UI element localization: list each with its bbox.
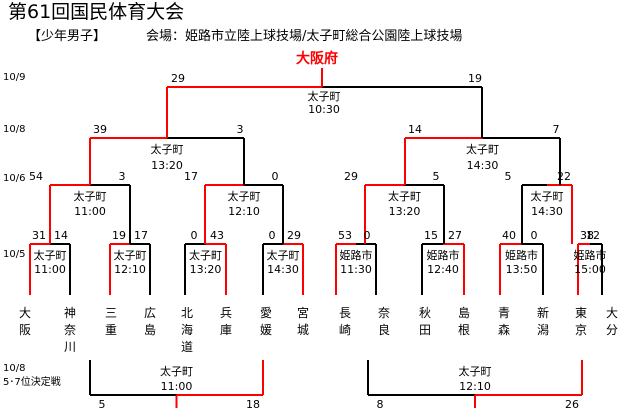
sf-0-score-right: 3: [236, 123, 244, 136]
sf-1-score-left: 14: [408, 123, 422, 136]
pl-1-venue: 太子町: [458, 365, 492, 378]
team-name: 北海道: [180, 306, 193, 354]
r1-6-score-right: 0: [530, 229, 538, 242]
r1-1-score-left: 19: [112, 229, 126, 242]
r1-6-score-left: 40: [502, 229, 516, 242]
team-name: 三重: [104, 306, 117, 337]
page-title: 第61回国民体育大会: [8, 1, 185, 23]
team-name: 大阪: [18, 306, 31, 337]
sf-1-time: 14:30: [466, 159, 499, 172]
date-final: 10/9: [3, 72, 26, 83]
r1-2-venue: 太子町: [189, 249, 222, 262]
team-name: 秋田: [418, 306, 431, 337]
final-score-left: 29: [171, 72, 185, 85]
qf-1-score-right: 0: [271, 170, 279, 183]
r1-0-score-right: 14: [54, 229, 68, 242]
team-name: 愛媛: [259, 306, 272, 337]
r1-3-score-right: 29: [287, 229, 301, 242]
qf-3-time: 14:30: [531, 205, 563, 218]
team-name: 宮城: [296, 306, 309, 337]
qf-2-score-right: 5: [432, 170, 440, 183]
r1-1-time: 12:10: [114, 263, 146, 276]
pl-0-venue: 太子町: [160, 365, 193, 378]
sf-0-time: 13:20: [151, 159, 183, 172]
qf-0-score-left: 54: [29, 170, 43, 183]
team-name: 奈良: [377, 306, 390, 337]
r1-5-time: 12:40: [427, 263, 459, 276]
date-semi: 10/8: [3, 124, 26, 135]
r1-2-score-right: 43: [210, 229, 224, 242]
qf-2-time: 13:20: [388, 205, 421, 218]
category-label: 【少年男子】: [28, 29, 107, 44]
team-name: 東京: [574, 306, 587, 337]
qf-3-score-left: 5: [504, 170, 512, 183]
final-score-right: 19: [468, 72, 482, 85]
r1-7-score-right: 12: [586, 229, 600, 242]
r1-4-score-left: 53: [338, 229, 352, 242]
final-time: 10:30: [308, 103, 340, 116]
qf-3-score-right: 22: [557, 170, 571, 183]
pl-0-score-left: 5: [98, 398, 106, 411]
qf-1-time: 12:10: [228, 205, 260, 218]
r1-4-time: 11:30: [340, 263, 372, 276]
r1-6-time: 13:50: [505, 263, 538, 276]
date-placement: 10/8: [3, 363, 26, 374]
r1-0-venue: 太子町: [33, 249, 67, 262]
team-name: 新潟: [536, 306, 549, 337]
team-name: 大分: [605, 306, 618, 337]
venue-label: 会場：姫路市立陸上球技場/太子町総合公園陸上球技場: [146, 29, 463, 44]
placement-label: 5･7位決定戦: [3, 377, 61, 388]
r1-7-score-left: 38: [580, 229, 594, 242]
final-venue: 太子町: [307, 90, 341, 103]
team-name: 兵庫: [219, 306, 232, 337]
pl-1-score-right: 26: [565, 398, 579, 411]
r1-0-time: 11:00: [34, 263, 66, 276]
r1-6-venue: 姫路市: [505, 249, 538, 262]
r1-7-venue: 姫路市: [573, 249, 607, 262]
qf-0-time: 11:00: [74, 205, 106, 218]
r1-4-score-right: 0: [363, 229, 371, 242]
sf-0-score-left: 39: [93, 123, 107, 136]
r1-3-venue: 太子町: [266, 249, 300, 262]
r1-5-venue: 姫路市: [426, 249, 460, 262]
team-name: 長崎: [338, 306, 351, 337]
r1-5-score-right: 27: [448, 229, 462, 242]
r1-4-venue: 姫路市: [339, 249, 373, 262]
pl-1-time: 12:10: [459, 380, 491, 393]
sf-1-score-right: 7: [552, 123, 560, 136]
sf-0-venue: 太子町: [150, 143, 184, 156]
qf-1-venue: 太子町: [227, 190, 261, 203]
pl-0-time: 11:00: [160, 380, 193, 393]
champion-label: 大阪府: [296, 51, 338, 67]
r1-0-score-left: 31: [32, 229, 46, 242]
team-name: 神奈川: [63, 306, 76, 354]
r1-2-score-left: 0: [190, 229, 198, 242]
date-quarter: 10/6: [3, 173, 26, 184]
qf-3-venue: 太子町: [530, 190, 564, 203]
team-name: 広島: [143, 306, 156, 337]
qf-0-score-right: 3: [118, 170, 126, 183]
pl-0-score-right: 18: [246, 398, 260, 411]
date-first-round: 10/5: [3, 249, 26, 260]
r1-7-time: 15:00: [574, 263, 606, 276]
sf-1-venue: 太子町: [466, 143, 499, 156]
r1-1-venue: 太子町: [113, 249, 147, 262]
qf-0-venue: 太子町: [73, 190, 107, 203]
qf-2-venue: 太子町: [388, 190, 421, 203]
pl-1-score-left: 8: [376, 398, 384, 411]
r1-2-time: 13:20: [189, 263, 222, 276]
r1-5-score-left: 15: [424, 229, 438, 242]
r1-1-score-right: 17: [134, 229, 148, 242]
qf-1-score-left: 17: [184, 170, 198, 183]
team-name: 青森: [497, 306, 510, 337]
r1-3-score-left: 0: [268, 229, 276, 242]
team-name: 島根: [457, 306, 470, 337]
r1-3-time: 14:30: [267, 263, 299, 276]
qf-2-score-left: 29: [344, 170, 358, 183]
